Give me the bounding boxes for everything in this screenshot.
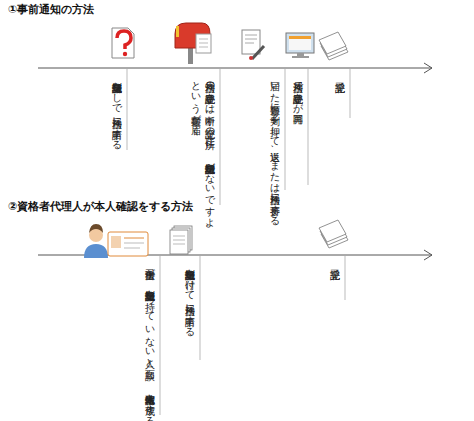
step-text: 司法書士が、登記識別情報を持って いない人と面談し、 本人確認情報を作成する [143, 262, 157, 421]
person-icon [84, 224, 108, 258]
question-icon [112, 28, 134, 58]
timeline-arrow [38, 63, 432, 260]
id-card-icon [108, 232, 148, 256]
mailbox-icon [175, 23, 211, 64]
step-text: 登記完了 [333, 75, 347, 235]
section-heading: ②資格者代理人が本人確認をする方法 [8, 200, 193, 214]
seal-document-icon [242, 30, 264, 60]
documents-icon [170, 226, 192, 254]
step-text: 登記識別情報を付けて 法務局に申請する [183, 262, 197, 421]
completed-papers-icon [319, 32, 348, 60]
completed-papers-icon [319, 220, 348, 248]
leader-line [127, 68, 350, 415]
step-text: 法務局で登記手続きが再開 [291, 75, 305, 235]
step-text: 届いた書類に判子を押して 返送、または法務局に持参する [268, 75, 282, 235]
section-heading: ①事前通知の方法 [8, 3, 94, 17]
step-text: 登記完了 [328, 262, 342, 421]
computer-icon [286, 33, 314, 58]
